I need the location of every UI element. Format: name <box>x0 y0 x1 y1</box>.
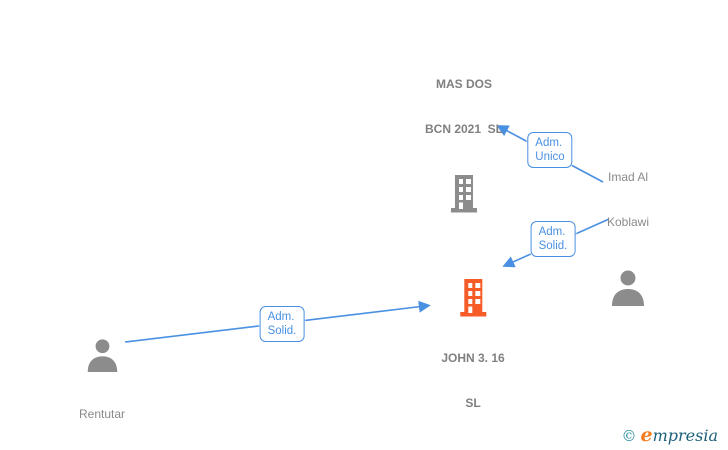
node-label: MAS DOS BCN 2021 SL <box>424 77 504 136</box>
person-icon <box>612 270 644 306</box>
brand-letter-e: e <box>640 424 653 446</box>
edge-label-line: Solid. <box>267 325 297 337</box>
edge-label-line: Solid. <box>538 240 568 252</box>
edge-label-line: Unico <box>535 151 565 163</box>
person-icon <box>87 339 117 373</box>
node-company-john-3-16-sl[interactable]: JOHN 3. 16 SL <box>441 279 505 441</box>
node-label: JOHN 3. 16 SL <box>441 351 505 410</box>
node-person-imad-al-koblawi[interactable]: Imad Al Koblawi <box>607 140 649 307</box>
building-icon <box>451 175 477 213</box>
node-person-rentutar-dagdag-raquel[interactable]: Rentutar Dagdag Raquel <box>79 337 125 450</box>
copyright-icon: © <box>621 427 637 445</box>
node-company-mas-dos-bcn-2021-sl[interactable]: MAS DOS BCN 2021 SL <box>425 47 503 213</box>
brand-name-rest: mpresia <box>652 426 718 445</box>
edge-label-adm-unico[interactable]: Adm. Unico <box>527 132 573 168</box>
building-icon <box>460 279 486 317</box>
node-label: Imad Al Koblawi <box>606 170 650 229</box>
edge-label-line: Adm. <box>267 311 295 323</box>
edge-label-line: Adm. <box>538 226 566 238</box>
edge-label-line: Adm. <box>535 137 563 149</box>
node-label: Rentutar Dagdag Raquel <box>78 407 126 421</box>
edge-label-adm-solid-rentutar[interactable]: Adm. Solid. <box>259 306 305 342</box>
empresia-logo[interactable]: ©empresia <box>622 424 719 446</box>
edge-label-adm-solid-imad[interactable]: Adm. Solid. <box>530 221 576 257</box>
